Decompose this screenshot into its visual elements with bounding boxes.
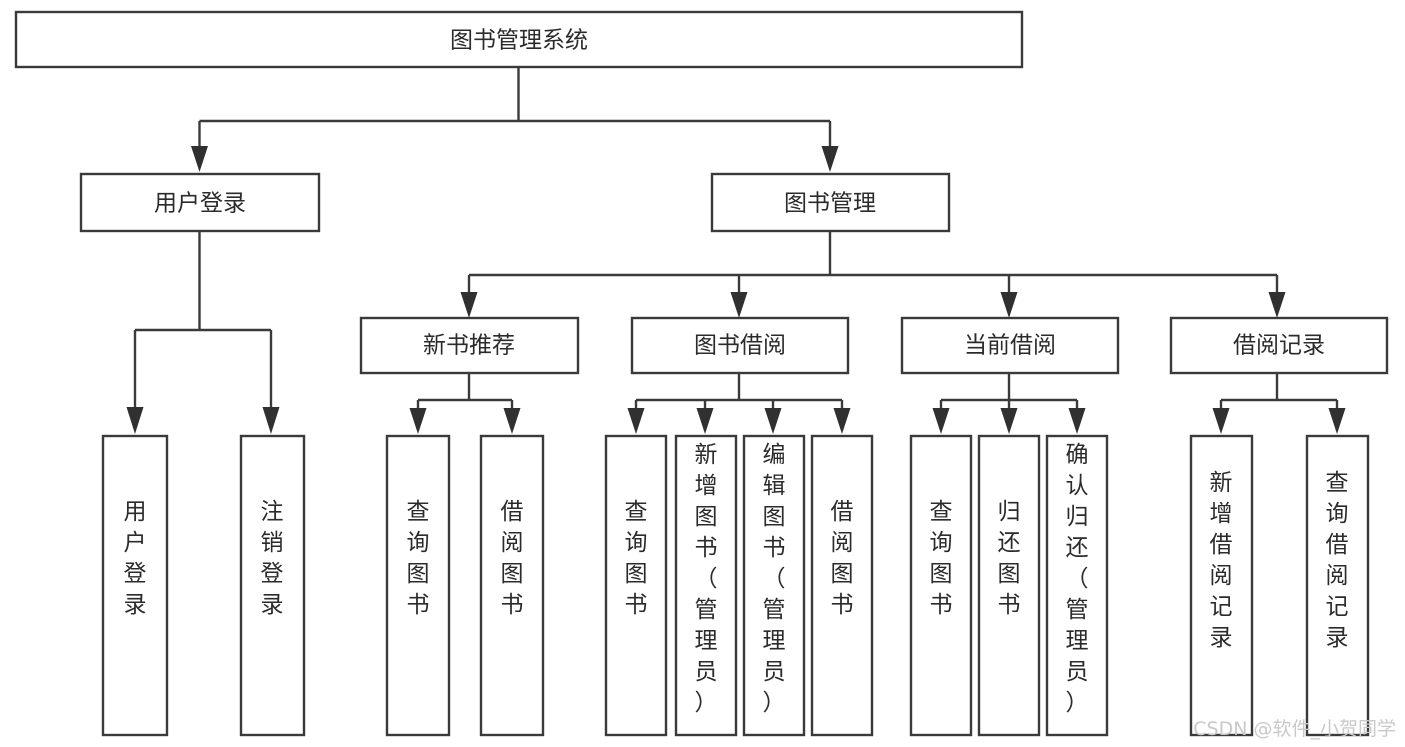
node-user-login-box	[79, 172, 321, 233]
leaf-box-bb-add-book-admin	[674, 434, 738, 737]
arrowhead-borrow-record	[1268, 292, 1286, 318]
connector-group-user-login	[126, 232, 280, 434]
leaf-box-br-query-record	[1305, 434, 1370, 737]
arrowhead-cb-leaf-3	[1068, 408, 1086, 434]
node-book-borrow-box	[630, 316, 850, 375]
node-borrow-record[interactable]: 借阅记录	[1169, 316, 1389, 375]
leaf-node-cb-return-book[interactable]: 归还图书	[977, 434, 1041, 737]
node-root-box	[14, 10, 1024, 69]
node-new-book-recommend-label: 新书推荐	[423, 333, 515, 359]
node-current-borrow-box	[900, 316, 1120, 375]
leaf-label-cb-query-book: 查询图书	[930, 499, 953, 618]
arrowhead-bb-leaf-2	[696, 408, 714, 434]
arrowhead-br-leaf-2	[1328, 408, 1346, 434]
arrowhead-br-leaf-1	[1212, 408, 1230, 434]
arrowhead-cb-leaf-2	[1000, 408, 1018, 434]
leaf-box-br-add-record	[1189, 434, 1254, 737]
leaf-label-bb-query-book: 查询图书	[625, 499, 648, 618]
node-book-management[interactable]: 图书管理	[710, 172, 951, 233]
node-user-login-label: 用户登录	[154, 191, 246, 217]
leaf-box-cb-return-book	[977, 434, 1041, 737]
leaf-node-br-add-record[interactable]: 新增借阅记录	[1189, 434, 1254, 737]
leaf-node-bb-query-book[interactable]: 查询图书	[604, 434, 668, 737]
node-book-borrow[interactable]: 图书借阅	[630, 316, 850, 375]
leaf-label-user-login-action: 用户登录	[124, 499, 147, 618]
leaf-node-bb-edit-book-admin[interactable]: 编辑图书（管理员）	[742, 434, 806, 737]
connector-group-current-borrow	[932, 373, 1086, 434]
arrowhead-current-borrow	[1000, 292, 1018, 318]
arrowhead-bb-leaf-3	[764, 408, 782, 434]
arrowhead-leaf-user-login	[126, 407, 144, 434]
leaf-box-bb-edit-book-admin	[742, 434, 806, 737]
leaf-box-bb-query-book	[604, 434, 668, 737]
leaf-box-nbr-borrow-book	[479, 434, 545, 737]
leaf-box-nbr-query-book	[385, 434, 451, 737]
leaf-label-cb-confirm-return-admin: 确认归还（管理员）	[1066, 442, 1089, 716]
leaf-label-bb-borrow-book: 借阅图书	[831, 499, 854, 618]
leaf-label-br-query-record: 查询借阅记录	[1326, 470, 1349, 651]
node-borrow-record-label: 借阅记录	[1233, 333, 1325, 359]
leaf-node-cb-confirm-return-admin[interactable]: 确认归还（管理员）	[1045, 434, 1109, 737]
leaf-label-logout: 注销登录	[261, 499, 284, 618]
connector-group-borrow-record	[1212, 373, 1346, 434]
leaf-node-bb-borrow-book[interactable]: 借阅图书	[810, 434, 874, 737]
leaf-label-br-add-record: 新增借阅记录	[1210, 470, 1233, 651]
node-book-management-label: 图书管理	[784, 191, 876, 217]
leaf-label-cb-return-book: 归还图书	[998, 499, 1021, 618]
leaf-node-bb-add-book-admin[interactable]: 新增图书（管理员）	[674, 434, 738, 737]
leaf-label-nbr-query-book: 查询图书	[407, 499, 430, 618]
leaf-box-bb-borrow-book	[810, 434, 874, 737]
connector-group-book-borrow	[627, 373, 851, 434]
node-root-label: 图书管理系统	[450, 28, 588, 54]
leaf-box-user-login-action	[101, 434, 169, 737]
arrowhead-book-mgmt	[821, 146, 839, 172]
connector-group-book-mgmt	[460, 232, 1286, 318]
node-current-borrow[interactable]: 当前借阅	[900, 316, 1120, 375]
node-new-book-recommend[interactable]: 新书推荐	[359, 316, 580, 375]
arrowhead-bb-leaf-4	[833, 408, 851, 434]
node-borrow-record-box	[1169, 316, 1389, 375]
arrowhead-cb-leaf-1	[932, 408, 950, 434]
leaf-box-logout	[239, 434, 306, 737]
arrowhead-nbr-leaf-2	[503, 408, 521, 434]
arrowhead-leaf-logout	[262, 407, 280, 434]
node-book-borrow-label: 图书借阅	[694, 333, 786, 359]
leaf-box-cb-query-book	[909, 434, 973, 737]
connector-group-new-book-rec	[409, 373, 521, 434]
arrowhead-new-book-rec	[460, 292, 478, 318]
leaf-node-nbr-query-book[interactable]: 查询图书	[385, 434, 451, 737]
leaf-label-bb-edit-book-admin: 编辑图书（管理员）	[763, 442, 786, 716]
node-root-book-management-system[interactable]: 图书管理系统	[14, 10, 1024, 69]
csdn-watermark: CSDN @软件_小贺同学	[1193, 718, 1396, 740]
leaf-box-cb-confirm-return-admin	[1045, 434, 1109, 737]
arrowhead-nbr-leaf-1	[409, 408, 427, 434]
node-new-book-recommend-box	[359, 316, 580, 375]
leaf-node-cb-query-book[interactable]: 查询图书	[909, 434, 973, 737]
leaf-node-logout[interactable]: 注销登录	[239, 434, 306, 737]
leaf-node-br-query-record[interactable]: 查询借阅记录	[1305, 434, 1370, 737]
leaf-label-nbr-borrow-book: 借阅图书	[501, 499, 524, 618]
node-user-login[interactable]: 用户登录	[79, 172, 321, 233]
arrowhead-bb-leaf-1	[627, 408, 645, 434]
leaf-node-user-login-action[interactable]: 用户登录	[101, 434, 169, 737]
connector-group-root	[191, 67, 839, 172]
leaf-node-nbr-borrow-book[interactable]: 借阅图书	[479, 434, 545, 737]
arrowhead-user-login	[191, 146, 208, 172]
leaf-label-bb-add-book-admin: 新增图书（管理员）	[695, 442, 718, 716]
arrowhead-book-borrow	[730, 292, 748, 318]
node-book-management-box	[710, 172, 951, 233]
node-current-borrow-label: 当前借阅	[964, 333, 1056, 359]
